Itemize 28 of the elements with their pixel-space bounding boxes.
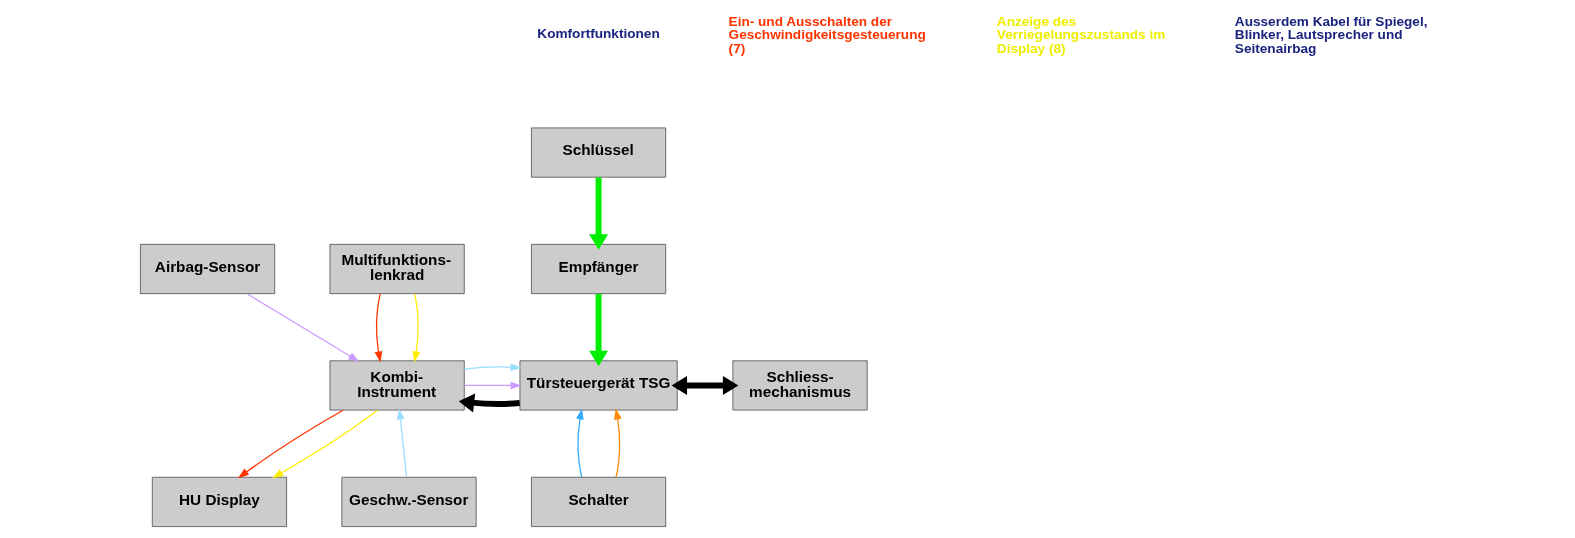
arrow — [671, 375, 739, 395]
node-box: HU Display — [151, 476, 288, 527]
node-box: Geschw.-Sensor — [341, 476, 477, 527]
arrow — [237, 409, 344, 479]
arrow — [463, 381, 522, 390]
label: Ein- und Ausschalten der Geschwindigkeitsgesteuerung (7) — [728, 13, 926, 56]
node-box: Empfänger — [531, 243, 667, 295]
arrow — [396, 408, 408, 478]
node-box: Schliess- mechanismus — [732, 360, 868, 411]
arrow — [614, 408, 622, 478]
arrow — [458, 393, 520, 413]
label: Komfortfunktionen — [537, 26, 660, 42]
arrow — [272, 409, 378, 479]
arrow — [463, 363, 522, 372]
arrow — [246, 293, 360, 362]
node-box: Airbag-Sensor — [139, 243, 276, 295]
node-box: Kombi- Instrument — [329, 360, 465, 411]
node-box: Schalter — [531, 476, 667, 527]
arrow — [589, 293, 609, 367]
arrow — [412, 293, 421, 363]
label: Anzeige des Verriegelungszustands im Display (8) — [996, 13, 1166, 56]
node-box: Schlüssel — [531, 127, 667, 178]
arrow — [576, 408, 584, 478]
label: Ausserdem Kabel für Spiegel, Blinker, Lautsprecher und Seitenairbag — [1234, 13, 1428, 56]
node-box: Türsteuergerät TSG — [519, 360, 678, 411]
arrow — [374, 293, 383, 363]
arrow — [589, 177, 609, 250]
node-box: Multifunktions- lenkrad — [329, 243, 465, 295]
